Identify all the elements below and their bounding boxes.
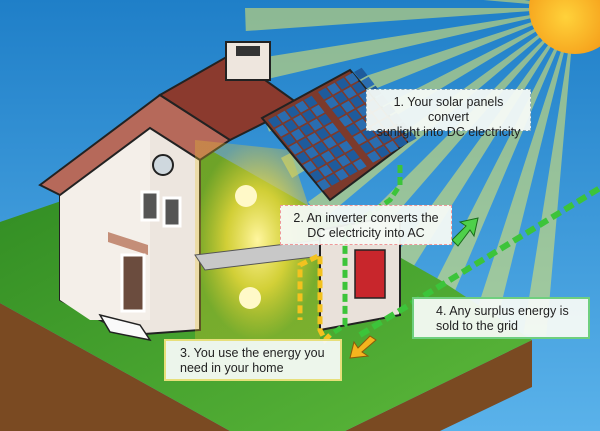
step4-label: 4. Any surplus energy is sold to the gri… — [412, 297, 590, 339]
solar-cell — [376, 145, 390, 158]
sun-icon — [529, 0, 600, 54]
solar-cell — [360, 141, 374, 154]
sun-ray — [341, 8, 575, 258]
arrow-to-grid-icon — [451, 217, 479, 247]
solar-cell — [298, 137, 312, 150]
solar-cell — [332, 131, 346, 144]
solar-cell — [323, 136, 337, 149]
step4-line2: sold to the grid — [436, 319, 518, 333]
solar-cell — [367, 150, 381, 163]
inverter — [354, 249, 386, 299]
solar-cell — [394, 135, 408, 148]
solar-cell — [275, 124, 289, 137]
solar-cell — [291, 128, 305, 141]
solar-cell — [304, 95, 318, 108]
light-bulb-icon — [239, 287, 261, 309]
step2-line1: 2. An inverter converts the — [293, 211, 439, 225]
solar-cell — [330, 145, 344, 158]
solar-cell — [334, 91, 348, 104]
solar-cell — [378, 131, 392, 144]
solar-cell — [355, 118, 369, 131]
solar-cell — [369, 136, 383, 149]
solar-cell — [352, 81, 366, 94]
solar-cell — [312, 155, 326, 168]
step2-line2: DC electricity into AC — [307, 226, 425, 240]
solar-cell — [326, 173, 340, 186]
step4-line1: 4. Any surplus energy is — [436, 304, 569, 318]
light-bulb-icon — [235, 185, 257, 207]
solar-cell — [305, 146, 319, 159]
solar-cell — [284, 119, 298, 132]
solar-cell — [302, 109, 316, 122]
solar-cell — [353, 132, 367, 145]
solar-cell — [341, 100, 355, 113]
solar-cell — [307, 132, 321, 145]
step2-label: 2. An inverter converts the DC electrici… — [280, 205, 452, 245]
step1-line1: 1. Your solar panels convert — [393, 95, 504, 124]
solar-cell — [277, 110, 291, 123]
solar-cell — [343, 86, 357, 99]
solar-cell — [361, 76, 375, 89]
door — [120, 253, 146, 313]
step3-line1: 3. You use the energy you — [180, 346, 325, 360]
solar-cell — [325, 96, 339, 109]
solar-cell — [321, 150, 335, 163]
solar-cell — [350, 95, 364, 108]
house — [38, 41, 417, 342]
solar-cell — [332, 105, 346, 118]
sun-ray — [245, 8, 575, 32]
solar-cell — [403, 130, 417, 143]
solar-cell — [282, 133, 296, 146]
solar-cell — [303, 160, 317, 173]
solar-cell — [309, 118, 323, 131]
solar-cell — [339, 140, 353, 153]
solar-cell — [346, 149, 360, 162]
sun-ray — [249, 8, 575, 83]
sun-ray — [523, 8, 575, 337]
solar-cell — [337, 154, 351, 167]
solar-cell — [289, 142, 303, 155]
solar-cell — [327, 82, 341, 95]
window — [140, 190, 160, 222]
solar-cell — [325, 122, 339, 135]
solar-cell — [314, 141, 328, 154]
solar-cell — [318, 113, 332, 126]
solar-cell — [300, 123, 314, 136]
solar-cell — [319, 164, 333, 177]
solar-cell — [317, 178, 331, 191]
solar-cell — [318, 87, 332, 100]
grid-cable — [358, 185, 600, 338]
solar-cell — [286, 105, 300, 118]
solar-cell — [268, 115, 282, 128]
solar-cell — [293, 114, 307, 127]
window — [162, 196, 182, 228]
solar-cell — [328, 159, 342, 172]
solar-cell — [295, 100, 309, 113]
solar-cell — [316, 127, 330, 140]
solar-cell — [354, 67, 368, 80]
solar-cell — [353, 158, 367, 171]
solar-cell — [362, 127, 376, 140]
solar-cell — [385, 140, 399, 153]
step1-label: 1. Your solar panels convert sunlight in… — [366, 89, 531, 139]
solar-cell — [310, 169, 324, 182]
solar-cell — [348, 109, 362, 122]
solar-cell — [311, 104, 325, 117]
solar-cell — [335, 168, 349, 181]
step3-line2: need in your home — [180, 361, 284, 375]
solar-cell — [339, 114, 353, 127]
step3-label: 3. You use the energy you need in your h… — [164, 339, 342, 381]
solar-cell — [344, 163, 358, 176]
solar-cell — [345, 72, 359, 85]
solar-cell — [336, 77, 350, 90]
sun-ray — [473, 8, 575, 329]
solar-cell — [346, 123, 360, 136]
solar-cell — [296, 151, 310, 164]
step1-line2: sunlight into DC electricity — [376, 125, 521, 139]
arrow-to-home-icon — [349, 335, 377, 359]
